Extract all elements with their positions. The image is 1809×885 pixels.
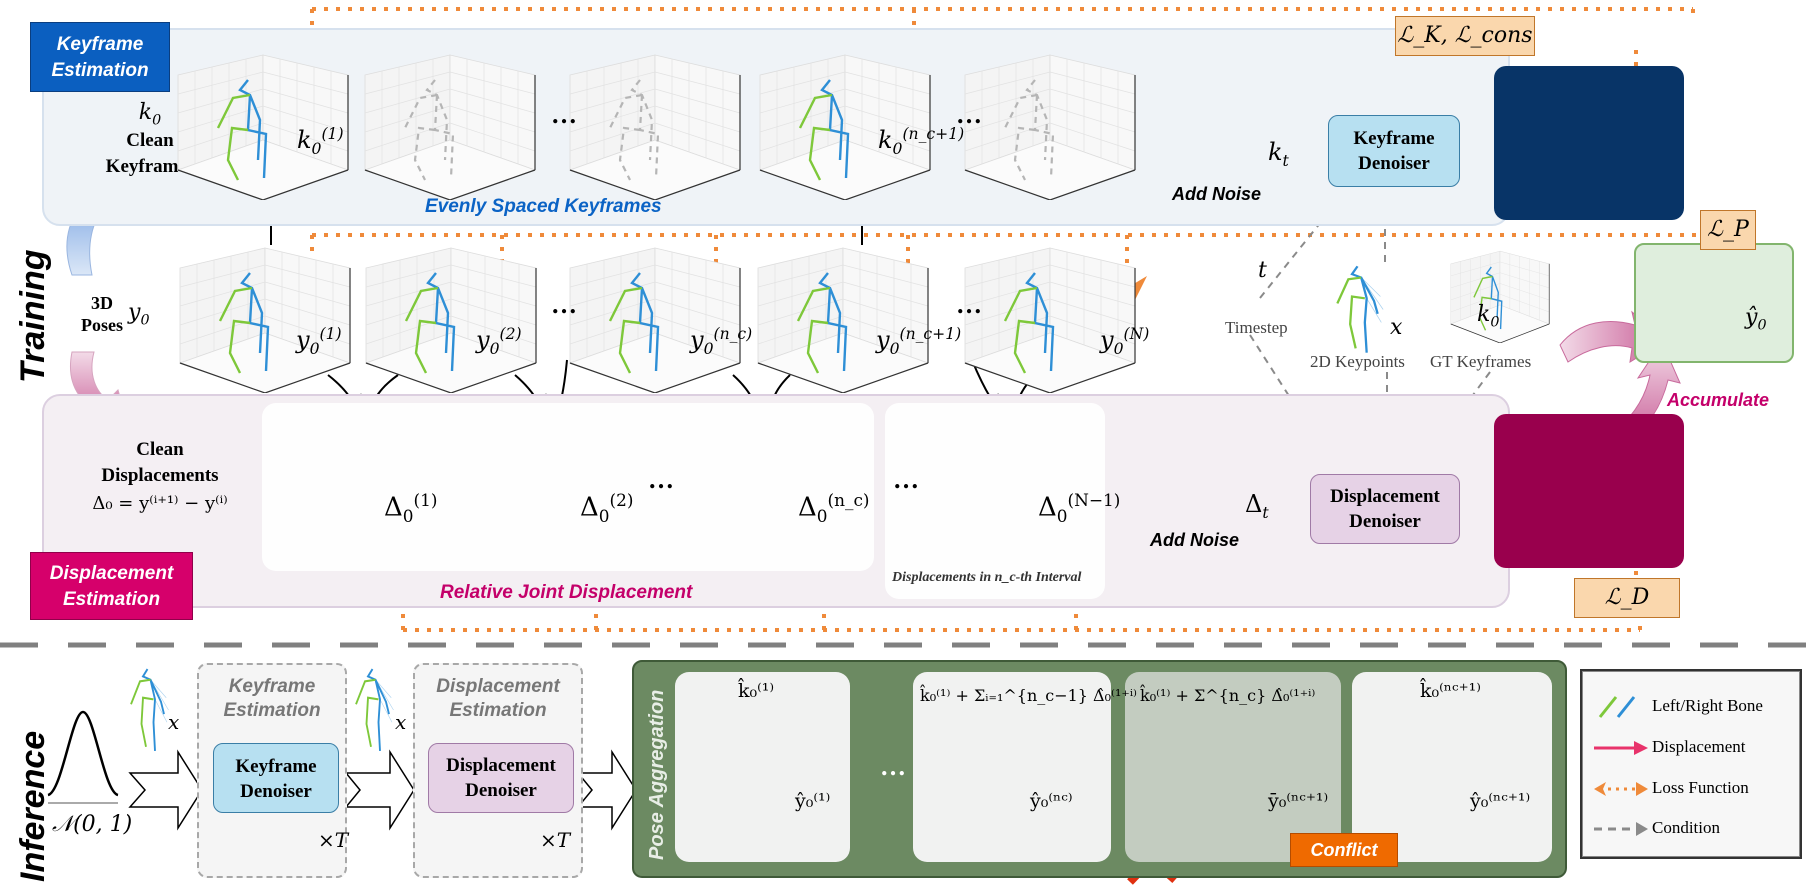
legend-item-condition: Condition <box>1582 813 1800 843</box>
pose-output-panel <box>1634 243 1794 363</box>
pose-aggregation-title: Pose Aggregation <box>646 689 668 860</box>
y0-hat-label: ŷ0 <box>1745 305 1767 334</box>
gt-keyframes-plot <box>1450 250 1550 343</box>
normal-distribution-label: 𝒩(0, 1) <box>52 812 133 837</box>
keyframe-loss-box: ℒ_K, ℒ_cons <box>1395 16 1535 56</box>
orange-dotted-arrow-icon <box>1594 782 1648 796</box>
clean-displacements-label: Clean Displacements Δ₀ = y⁽ⁱ⁺¹⁾ − y⁽ⁱ⁾ <box>60 437 260 514</box>
conflict-badge: Conflict <box>1290 833 1398 867</box>
delta0-2-label: Δ0(2) <box>580 490 634 526</box>
keyframe-plot-1 <box>176 54 350 200</box>
y0-nc1-label: y0(n_c+1) <box>876 325 962 358</box>
gt-keyframes-symbol: k0 <box>1477 302 1500 331</box>
card-2-top-label: k̂₀⁽¹⁾ + Σᵢ₌₁^{n_c−1} Δ̂₀⁽¹⁺ⁱ⁾ <box>920 686 1137 705</box>
pose-plot-5 <box>963 247 1137 393</box>
repeat-T-2: ×T <box>540 828 571 852</box>
displacement-formula: Δ₀ = y⁽ⁱ⁺¹⁾ − y⁽ⁱ⁾ <box>92 493 228 514</box>
inference-section-label: Inference <box>14 730 52 882</box>
x-symbol-2: x <box>395 710 407 734</box>
pose-ellipsis-2: … <box>956 290 982 319</box>
legend-item-bones: Left/Right Bone <box>1582 691 1800 721</box>
clean-keyframes-label: k0 Clean Keyframes <box>105 100 195 178</box>
card-4-top-label: k̂₀⁽ⁿᶜ⁺¹⁾ <box>1420 680 1481 702</box>
aggregation-card-4-accepted <box>1352 672 1552 862</box>
y0-nc-label: y0(n_c) <box>690 325 753 358</box>
interval-displacement-card <box>885 403 1105 599</box>
bone-lines-icon <box>1598 696 1636 718</box>
2d-keypoints-figure-inf-2 <box>355 668 394 751</box>
y0-symbol: y0 <box>128 300 150 329</box>
evenly-spaced-keyframes-label: Evenly Spaced Keyframes <box>425 196 662 217</box>
displacement-output-panel <box>1494 414 1684 568</box>
timestep-symbol: t <box>1258 258 1267 283</box>
relative-displacement-card <box>262 403 874 571</box>
keyframe-plot-2 <box>363 54 537 200</box>
pose-plot-2 <box>364 247 538 393</box>
k0-1-label: k0(1) <box>297 125 344 158</box>
disp-ellipsis-2: … <box>893 465 919 494</box>
kt-symbol: kt <box>1268 138 1289 170</box>
y0-N-label: y0(N) <box>1100 325 1150 358</box>
timestep-label: Timestep <box>1225 318 1288 337</box>
aggregation-ellipsis: … <box>880 752 906 781</box>
aggregation-card-2 <box>913 672 1111 862</box>
keyframe-output-panel <box>1494 66 1684 220</box>
card-1-top-label: k̂₀⁽¹⁾ <box>738 680 775 702</box>
add-noise-label-disp: Add Noise <box>1150 530 1240 550</box>
x-symbol-1: x <box>168 710 180 734</box>
training-section-label: Training <box>14 249 52 384</box>
y0-2-label: y0(2) <box>476 325 522 358</box>
gray-dashed-arrow-icon <box>1594 822 1648 836</box>
interval-label: Displacements in n_c-th Interval <box>892 570 1082 585</box>
displacement-estimation-tag: Displacement Estimation <box>30 552 193 620</box>
aggregation-card-1 <box>675 672 850 862</box>
2d-keypoints-figure-inf-1 <box>130 668 169 751</box>
keyframe-plot-5 <box>963 54 1137 200</box>
delta-t-symbol: Δt <box>1245 490 1269 522</box>
2d-keypoints-figure <box>1336 265 1384 353</box>
gt-keyframes-label: GT Keyframes <box>1430 352 1532 371</box>
keyframe-plot-3 <box>568 54 742 200</box>
relative-joint-displacement-label: Relative Joint Displacement <box>440 582 693 603</box>
kf-ellipsis-1: … <box>551 100 577 129</box>
y0-1-label: y0(1) <box>296 325 342 358</box>
card-4-bottom-label: ŷ₀⁽ⁿᶜ⁺¹⁾ <box>1470 790 1531 812</box>
k0-nc1-label: k0(n_c+1) <box>878 125 965 158</box>
accumulate-label: Accumulate <box>1667 390 1770 410</box>
gaussian-curve-inf <box>47 710 119 797</box>
keyframe-plot-4 <box>758 54 932 200</box>
pink-arrow-icon <box>1594 741 1648 755</box>
pose-plot-4 <box>756 247 930 393</box>
pose-loss-box: ℒ_P <box>1700 210 1756 250</box>
legend-item-loss: Loss Function <box>1582 773 1800 803</box>
keypoints-symbol: x <box>1390 315 1403 340</box>
card-2-bottom-label: ŷ₀⁽ⁿᶜ⁾ <box>1030 790 1073 812</box>
pose-plot-3 <box>568 247 742 393</box>
disp-ellipsis-1: … <box>648 465 674 494</box>
legend-item-displacement: Displacement <box>1582 732 1800 762</box>
keyframe-estimation-tag: Keyframe Estimation <box>30 22 170 92</box>
repeat-T-1: ×T <box>318 828 349 852</box>
2d-keypoints-label: 2D Keypoints <box>1310 352 1405 371</box>
add-noise-label-kf: Add Noise <box>1172 184 1262 204</box>
pose-ellipsis-1: … <box>551 290 577 319</box>
delta0-nc-label: Δ0(n_c) <box>798 490 870 526</box>
card-1-bottom-label: ŷ₀⁽¹⁾ <box>795 790 831 812</box>
card-3-top-label: k̂₀⁽¹⁾ + Σ^{n_c} Δ̂₀⁽¹⁺ⁱ⁾ <box>1140 686 1316 705</box>
aggregation-card-3-rejected <box>1125 672 1341 862</box>
displacement-loss-box: ℒ_D <box>1574 578 1680 618</box>
kf-ellipsis-2: … <box>956 100 982 129</box>
card-3-bottom-label: ȳ₀⁽ⁿᶜ⁺¹⁾ <box>1268 790 1329 812</box>
delta0-N-1-label: Δ0(N−1) <box>1038 490 1121 526</box>
delta0-1-label: Δ0(1) <box>384 490 438 526</box>
pose-plot-1 <box>178 247 352 393</box>
legend: Left/Right Bone Displacement Loss Functi… <box>1580 669 1802 859</box>
